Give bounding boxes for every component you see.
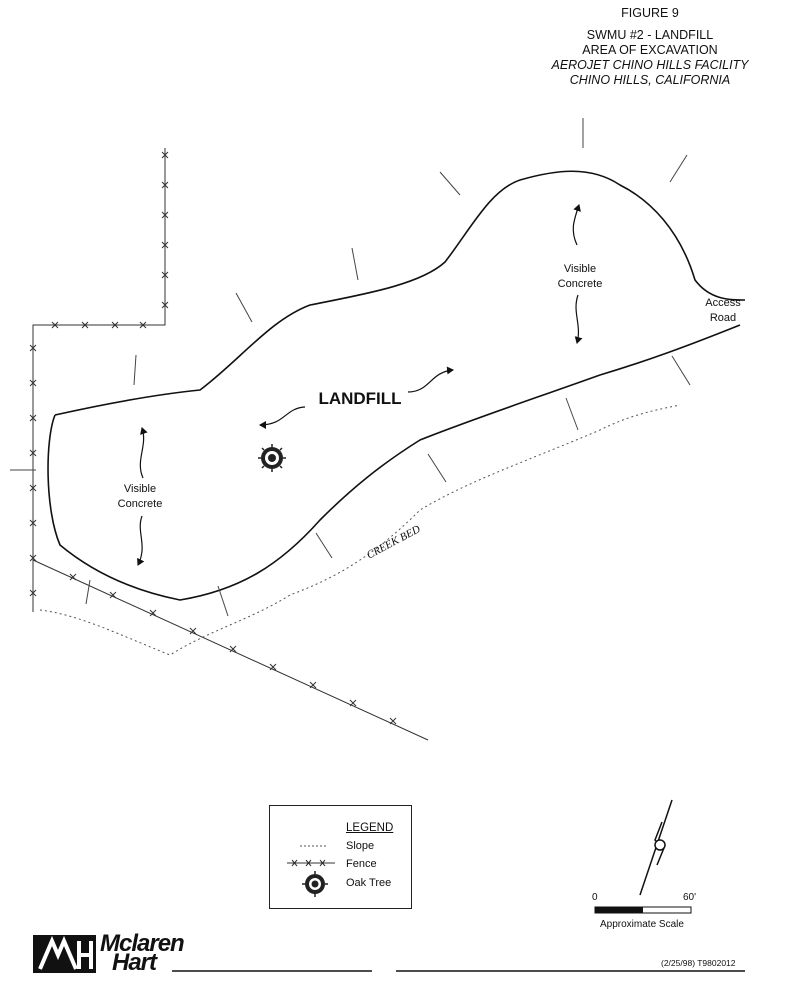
- mclaren-hart-logo-icon: [33, 935, 96, 973]
- logo-text-hart: Hart: [112, 949, 157, 976]
- scale-max: 60': [683, 892, 697, 903]
- legend-item-oak-tree: Oak Tree: [346, 877, 392, 889]
- visible-concrete-sw-label-2: Concrete: [118, 498, 163, 510]
- title-line-swmu: SWMU #2 - LANDFILL: [586, 28, 714, 42]
- legend-title: LEGEND: [346, 822, 394, 834]
- oak-tree-icon: [258, 444, 286, 472]
- title-line-location: CHINO HILLS, CALIFORNIA: [569, 73, 731, 87]
- direction-arrows: [137, 204, 583, 566]
- slope-marks: [10, 118, 691, 617]
- access-road-label-2: Road: [710, 312, 736, 324]
- scale-zero: 0: [592, 892, 598, 903]
- document-reference: (2/25/98) T9802012: [661, 958, 736, 968]
- title-block: FIGURE 9 SWMU #2 - LANDFILL AREA OF EXCA…: [520, 6, 780, 88]
- creek-bed-line: [39, 404, 681, 656]
- legend-fence-icon: [287, 859, 335, 867]
- visible-concrete-sw-label-1: Visible: [124, 483, 156, 495]
- landfill-boundary: [54, 170, 746, 416]
- access-road-label-1: Access: [705, 297, 741, 309]
- legend-oak-tree-icon: [302, 871, 328, 897]
- title-line-area: AREA OF EXCAVATION: [582, 43, 718, 57]
- landfill-label: LANDFILL: [318, 389, 401, 408]
- fence-line: [29, 148, 429, 741]
- creek-bed-label: CREEK BED: [365, 523, 423, 561]
- title-line-facility: AEROJET CHINO HILLS FACILITY: [551, 58, 749, 72]
- legend-item-slope: Slope: [346, 840, 375, 852]
- scale-caption: Approximate Scale: [600, 919, 684, 930]
- legend: LEGEND Slope Fence Oak Tree: [269, 805, 412, 909]
- scale-bar: [594, 906, 692, 914]
- logo-text-mclaren: Mclaren: [100, 930, 185, 957]
- legend-item-fence: Fence: [346, 858, 377, 870]
- landfill-boundary-south: [47, 324, 741, 601]
- visible-concrete-ne-label-2: Concrete: [558, 278, 603, 290]
- figure-number: FIGURE 9: [621, 6, 679, 20]
- north-arrow-icon: [639, 799, 673, 896]
- visible-concrete-ne-label-1: Visible: [564, 263, 596, 275]
